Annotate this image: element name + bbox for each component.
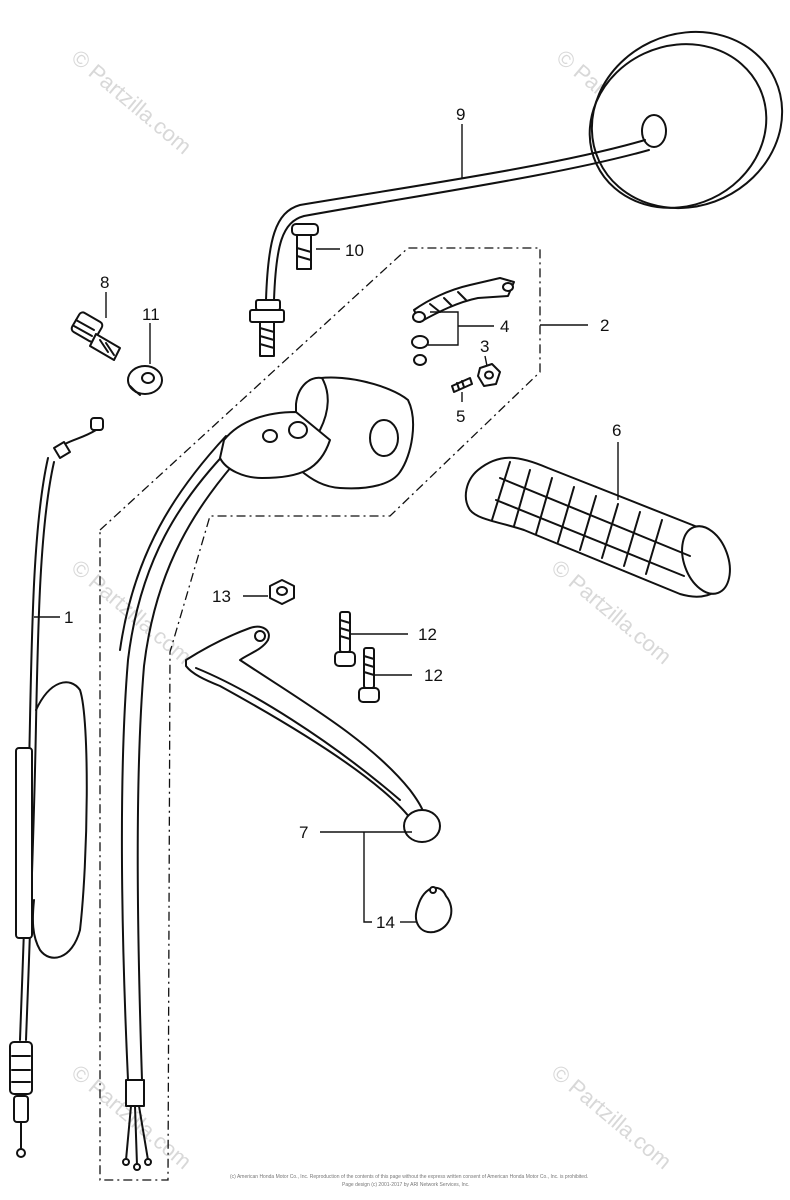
part-lock-nut[interactable] — [127, 365, 163, 396]
callout-3: 3 — [480, 337, 489, 356]
part-knob[interactable] — [415, 886, 453, 934]
part-nut-13[interactable] — [269, 579, 295, 605]
part-bolt-12b[interactable] — [358, 647, 380, 703]
callout-12b: 12 — [424, 666, 443, 685]
callout-8: 8 — [100, 273, 109, 292]
callout-6: 6 — [612, 421, 621, 440]
part-lever[interactable] — [185, 625, 441, 843]
assembly-boundary — [99, 247, 541, 1181]
callout-14: 14 — [376, 913, 395, 932]
callout-5: 5 — [456, 407, 465, 426]
callout-10: 10 — [345, 241, 364, 260]
callout-9: 9 — [456, 105, 465, 124]
watermark-layer: © Partzilla.com © Partzilla.com © Partzi… — [67, 45, 682, 1174]
footer-page-design: Page design (c) 2001-2017 by ARI Network… — [342, 1182, 470, 1188]
watermark: © Partzilla.com — [67, 1060, 197, 1174]
part-nut-3[interactable] — [477, 363, 501, 387]
part-bolt-10[interactable] — [291, 223, 319, 270]
callout-7: 7 — [299, 823, 308, 842]
callout-11: 11 — [142, 305, 160, 324]
footer: (c) American Honda Motor Co., Inc. Repro… — [230, 1174, 588, 1188]
watermark: © Partzilla.com — [67, 555, 197, 669]
footer-copyright: (c) American Honda Motor Co., Inc. Repro… — [230, 1174, 588, 1180]
watermark: © Partzilla.com — [547, 1060, 677, 1174]
callout-4: 4 — [500, 317, 509, 336]
callout-13: 13 — [212, 587, 231, 606]
part-adjuster-bolt[interactable] — [70, 311, 121, 361]
part-grip[interactable] — [464, 456, 739, 601]
callouts: 9 10 8 11 2 4 3 5 6 1 13 12 12 7 14 — [64, 105, 621, 932]
part-clamp-strap[interactable] — [411, 277, 515, 366]
watermark: © Partzilla.com — [67, 45, 197, 159]
part-mirror[interactable] — [249, 1, 790, 357]
part-lever-bracket[interactable] — [119, 376, 415, 1171]
callout-12a: 12 — [418, 625, 437, 644]
part-screw-5[interactable] — [451, 377, 473, 393]
leader-lines — [34, 124, 619, 923]
callout-1: 1 — [64, 608, 73, 627]
part-cable[interactable] — [9, 417, 104, 1158]
part-bolt-12a[interactable] — [334, 611, 356, 667]
callout-2: 2 — [600, 316, 609, 335]
